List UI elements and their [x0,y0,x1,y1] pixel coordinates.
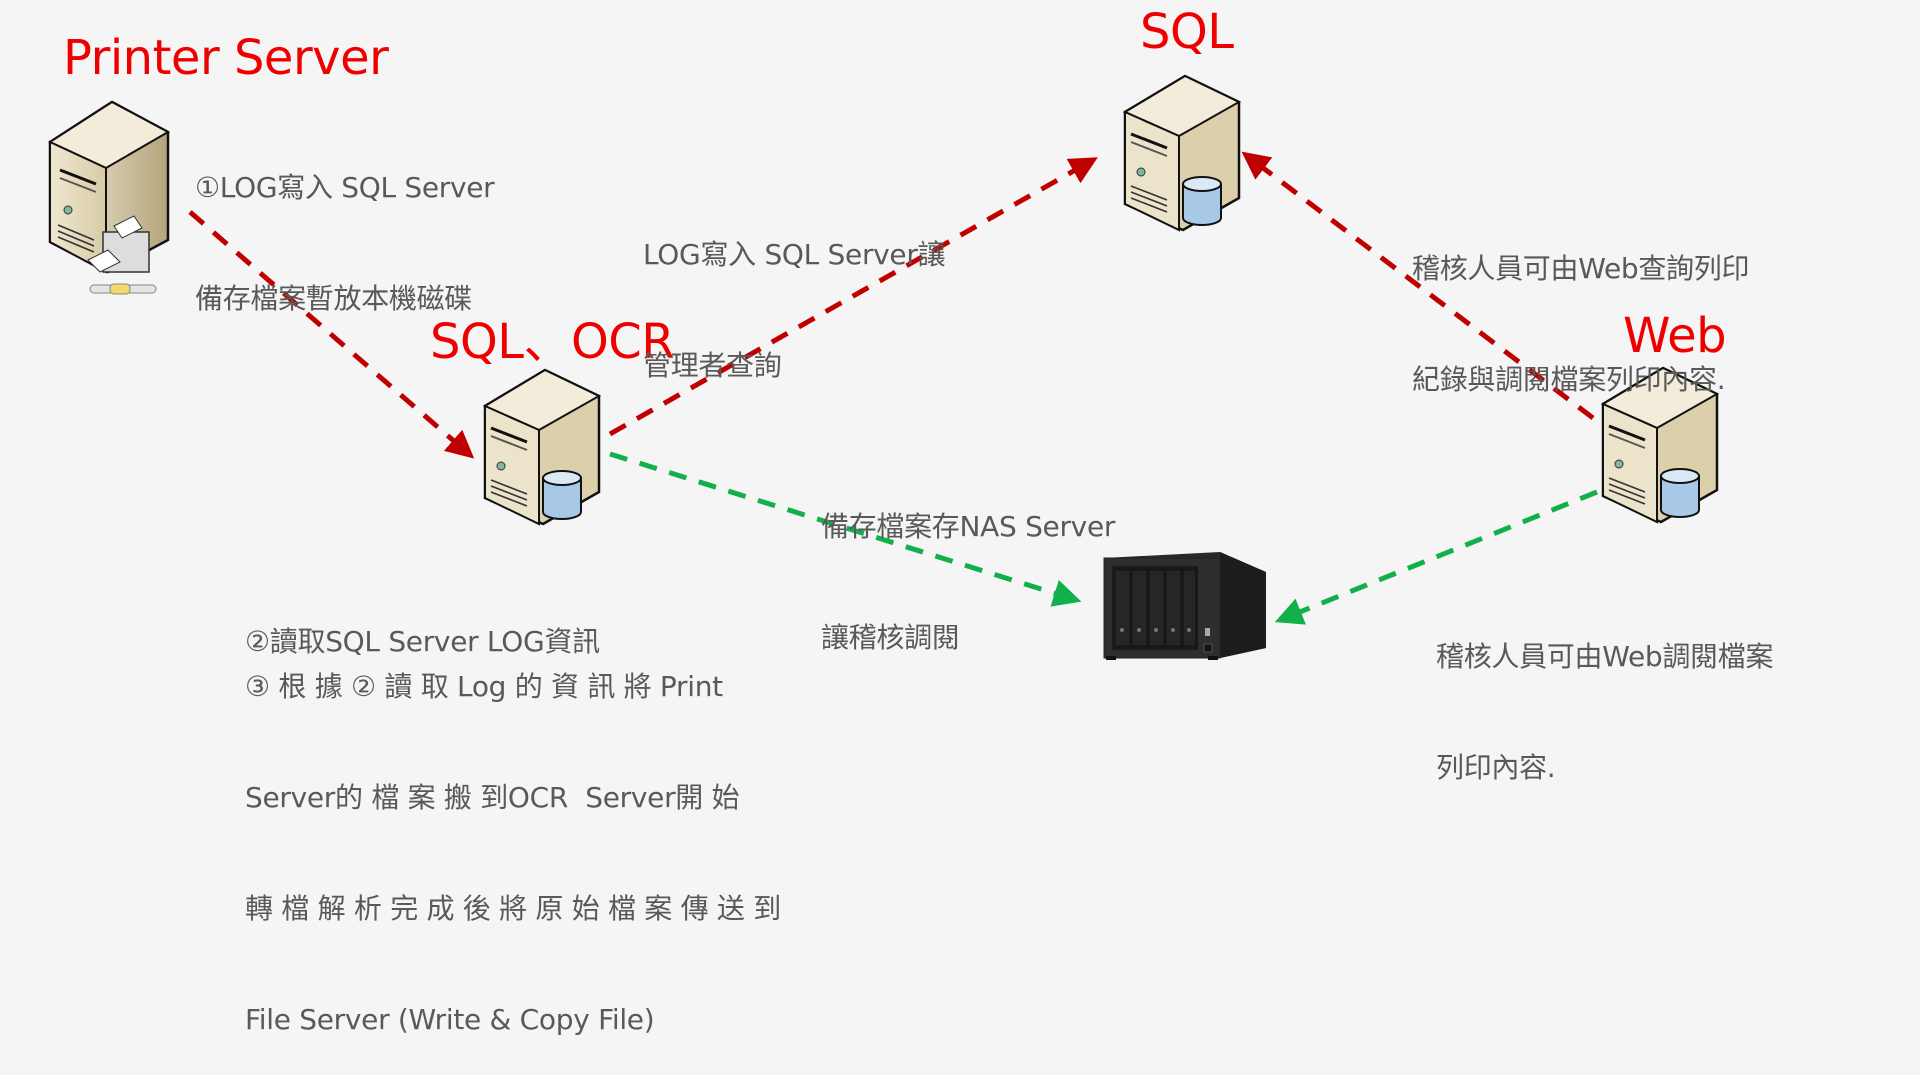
arrow-webto-sql [1241,151,1595,420]
note-line: 稽核人員可由Web調閱檔案 [1436,640,1774,673]
sql-write-note: LOG寫入 SQL Server讓 管理者查詢 [643,162,946,421]
audit-view-note: 稽核人員可由Web調閱檔案 列印內容. [1436,564,1773,823]
note-line: 列印內容. [1436,751,1556,784]
printer-server-note: ①LOG寫入 SQL Server 備存檔案暫放本機磁碟 [195,95,495,354]
note-line: ①LOG寫入 SQL Server [195,171,495,204]
nas-backup-note: 備存檔案存NAS Server 讓稽核調閱 [821,434,1115,693]
note-line: 轉 檔 解 析 完 成 後 將 原 始 檔 案 傳 送 到 [245,892,781,925]
printer-server-title: Printer Server [63,30,389,86]
nas-storage-icon [1103,552,1266,660]
note-line: 稽核人員可由Web查詢列印 [1412,252,1750,285]
server-with-printer-icon [47,100,171,295]
note-line: ②讀取SQL Server LOG資訊 [245,625,600,658]
sql-server-node[interactable] [1122,72,1243,232]
web-server-node[interactable] [1600,364,1721,524]
database-server-icon [1122,74,1242,232]
sql-ocr-title: SQL、OCR [430,314,675,370]
printer-server-node[interactable] [47,100,178,300]
web-title: Web [1623,308,1727,364]
note-line: 讓稽核調閱 [821,621,960,654]
database-server-icon [1600,366,1720,524]
note-line: 備存檔案存NAS Server [821,510,1116,543]
note-line: ③ 根 據 ② 讀 取 Log 的 資 訊 將 Print [245,670,723,703]
note-line: 備存檔案暫放本機磁碟 [195,282,473,315]
note-line: 管理者查詢 [643,349,782,382]
database-server-icon [482,368,602,526]
note-line: 紀錄與調閱檔案列印內容. [1412,363,1726,396]
arrow-sql-ocrto-nas [609,451,1082,607]
note-line: File Server (Write & Copy File) [245,1003,655,1036]
nas-node[interactable] [1100,546,1270,660]
sql-ocr-server-node[interactable] [482,366,603,526]
step2-note: ②讀取SQL Server LOG資訊 [245,549,600,697]
step3-note: ③ 根 據 ② 讀 取 Log 的 資 訊 將 Print Server的 檔 … [245,594,781,1075]
audit-query-note: 稽核人員可由Web查詢列印 紀錄與調閱檔案列印內容. [1412,176,1749,435]
sql-title: SQL [1140,4,1234,60]
arrow-webto-nas [1274,489,1598,625]
note-line: LOG寫入 SQL Server讓 [643,238,946,271]
connector-layer [188,151,1598,625]
